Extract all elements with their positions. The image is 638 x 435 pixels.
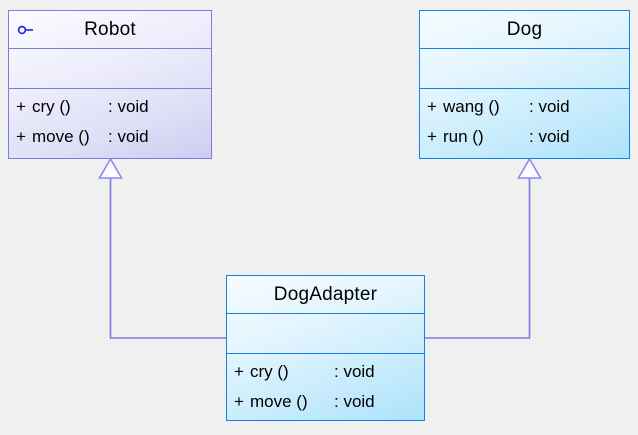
operation-name: move () (250, 392, 308, 411)
visibility-marker: + (234, 392, 244, 411)
visibility-marker: + (16, 127, 26, 146)
operation-return: : void (529, 97, 570, 116)
operations-compartment-dog: + wang () : void + run () : void (420, 89, 629, 158)
attributes-compartment-dogadapter (227, 314, 424, 354)
connector-line (109, 177, 226, 339)
class-name-label: Robot (84, 18, 136, 40)
operation-return: : void (334, 392, 375, 411)
operation-row: + cry () : void (9, 92, 211, 122)
class-title-robot: Robot (9, 11, 211, 49)
uml-class-robot[interactable]: Robot + cry () : void + move () : void (8, 10, 212, 159)
operation-name: move () (32, 127, 90, 146)
operation-name: wang () (443, 97, 500, 116)
attributes-compartment-dog (420, 49, 629, 89)
operation-name: cry () (32, 97, 71, 116)
interface-lollipop-icon (17, 25, 33, 34)
operation-return: : void (108, 97, 149, 116)
uml-class-dogadapter[interactable]: DogAdapter + cry () : void + move () : v… (226, 275, 425, 421)
operation-return: : void (529, 127, 570, 146)
operation-name: run () (443, 127, 484, 146)
relationship-dogadapter-to-dog[interactable] (425, 157, 542, 339)
operation-name: cry () (250, 362, 289, 381)
operation-row: + wang () : void (420, 92, 629, 122)
visibility-marker: + (234, 362, 244, 381)
hollow-triangle-arrowhead (98, 157, 123, 179)
operation-row: + move () : void (9, 122, 211, 152)
operation-row: + move () : void (227, 387, 424, 417)
class-name-label: Dog (506, 18, 543, 40)
class-name-label: DogAdapter (273, 283, 378, 305)
operation-return: : void (334, 362, 375, 381)
uml-class-dog[interactable]: Dog + wang () : void + run () : void (419, 10, 630, 159)
class-title-dog: Dog (420, 11, 629, 49)
visibility-marker: + (427, 97, 437, 116)
relationship-dogadapter-to-robot[interactable] (98, 157, 227, 339)
operations-compartment-dogadapter: + cry () : void + move () : void (227, 354, 424, 420)
hollow-triangle-arrowhead (517, 157, 542, 179)
class-title-dogadapter: DogAdapter (227, 276, 424, 314)
operations-compartment-robot: + cry () : void + move () : void (9, 89, 211, 158)
visibility-marker: + (16, 97, 26, 116)
operation-row: + cry () : void (227, 357, 424, 387)
connector-line (425, 177, 531, 339)
attributes-compartment-robot (9, 49, 211, 89)
operation-row: + run () : void (420, 122, 629, 152)
operation-return: : void (108, 127, 149, 146)
visibility-marker: + (427, 127, 437, 146)
